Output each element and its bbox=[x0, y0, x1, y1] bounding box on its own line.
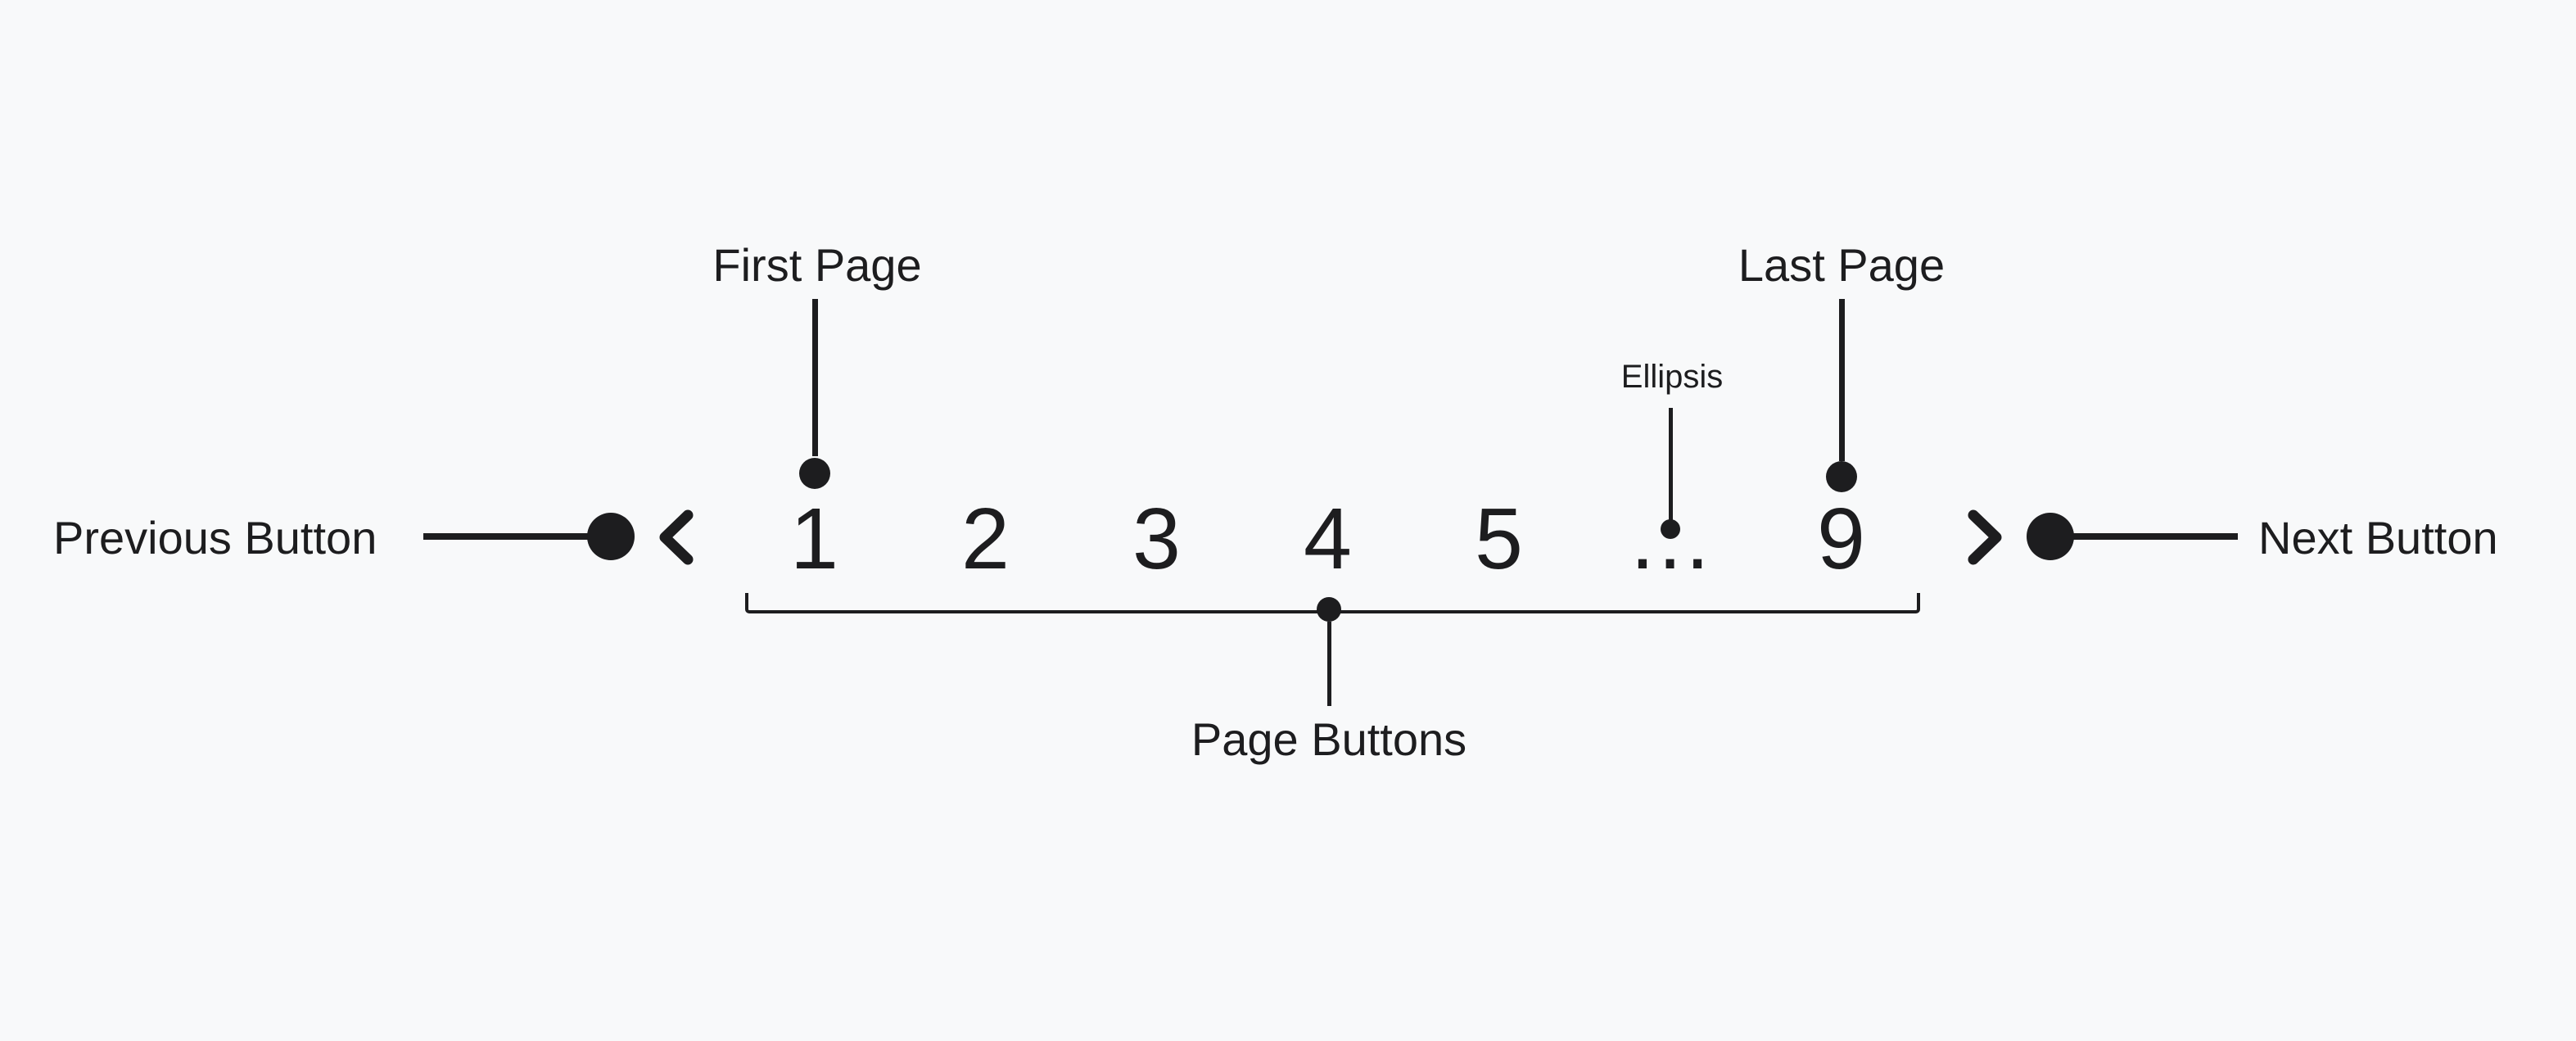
page-button-4[interactable]: 4 bbox=[1304, 491, 1352, 587]
page-button-5[interactable]: 5 bbox=[1475, 491, 1523, 587]
page-buttons-callout-line bbox=[1327, 622, 1331, 706]
first-page-callout-dot bbox=[799, 458, 830, 489]
last-page-callout-dot bbox=[1826, 461, 1857, 492]
page-buttons-callout-dot bbox=[1317, 597, 1341, 622]
page-buttons-row: 1 2 3 4 5 … 9 bbox=[729, 486, 1927, 592]
next-callout-line bbox=[2050, 533, 2238, 540]
previous-callout-dot bbox=[587, 513, 635, 560]
ellipsis-label: Ellipsis bbox=[1620, 359, 1724, 395]
chevron-right-icon bbox=[1968, 509, 2002, 565]
last-page-callout-line bbox=[1839, 299, 1845, 461]
previous-button-label: Previous Button bbox=[53, 512, 377, 563]
first-page-label: First Page bbox=[712, 239, 922, 291]
page-button-1[interactable]: 1 bbox=[790, 491, 838, 587]
ellipsis-callout-line bbox=[1669, 408, 1673, 520]
page-button-2[interactable]: 2 bbox=[961, 491, 1010, 587]
chevron-left-icon bbox=[659, 509, 694, 565]
next-button-label: Next Button bbox=[2258, 512, 2498, 563]
page-button-3[interactable]: 3 bbox=[1132, 491, 1181, 587]
next-page-button[interactable] bbox=[1966, 509, 2004, 565]
ellipsis-callout-dot bbox=[1661, 519, 1680, 539]
page-buttons-label: Page Buttons bbox=[1191, 713, 1467, 765]
previous-page-button[interactable] bbox=[658, 509, 695, 565]
last-page-label: Last Page bbox=[1738, 239, 1946, 291]
first-page-callout-line bbox=[812, 299, 818, 456]
previous-callout-line bbox=[423, 533, 611, 540]
page-button-9[interactable]: 9 bbox=[1817, 491, 1865, 587]
